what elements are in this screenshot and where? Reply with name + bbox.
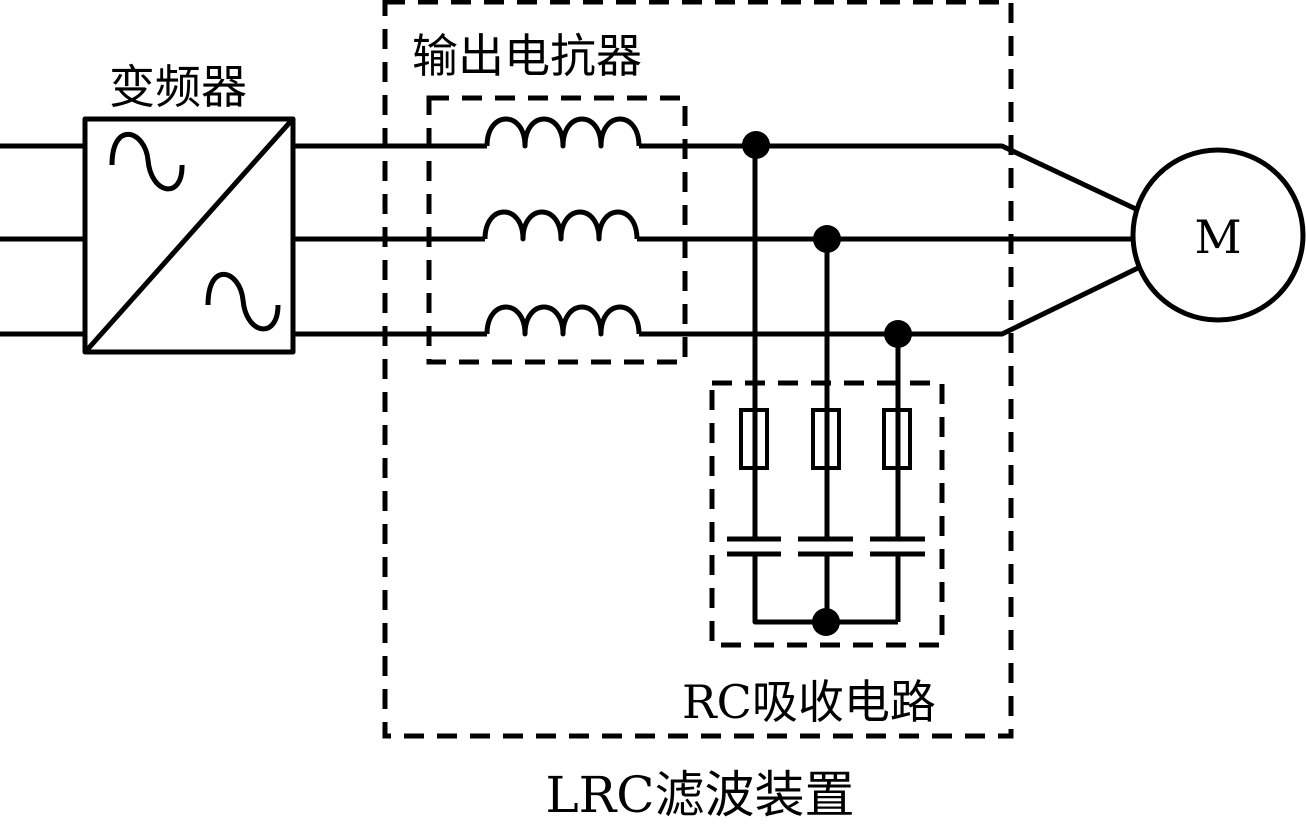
- sine-wave-output-icon: [205, 271, 281, 332]
- rc-branch-1: [727, 145, 898, 625]
- phase-line-1: [293, 116, 1140, 213]
- lrc-filter-boundary: [382, 0, 1014, 739]
- reactor-boundary: [426, 95, 688, 365]
- inductor-1-icon: [484, 116, 642, 149]
- motor-label: M: [1194, 210, 1241, 264]
- rc-circuit-label: RC吸收电路: [682, 675, 936, 729]
- resistor-1-icon: [739, 408, 769, 470]
- inverter-diagonal: [85, 119, 293, 352]
- lrc-filter-label: LRC滤波装置: [545, 766, 854, 824]
- rc-branch-2: [798, 239, 853, 622]
- star-point-dot: [812, 608, 840, 636]
- phase-line-3: [293, 265, 1140, 337]
- inductor-2-icon: [482, 209, 640, 242]
- motor-circle-icon: [1130, 147, 1306, 323]
- input-lines: [0, 143, 85, 337]
- reactor-label: 输出电抗器: [412, 29, 642, 83]
- rc-branch-3: [870, 334, 925, 622]
- inverter-label: 变频器: [109, 60, 247, 114]
- resistor-2-icon: [811, 408, 841, 470]
- inductor-3-icon: [484, 304, 642, 337]
- sine-wave-input-icon: [109, 131, 185, 192]
- inverter: 变频器: [82, 60, 296, 355]
- inverter-box: [82, 116, 296, 355]
- motor: M: [1130, 147, 1306, 323]
- phase-line-2: [293, 209, 1133, 242]
- resistor-3-icon: [882, 408, 912, 470]
